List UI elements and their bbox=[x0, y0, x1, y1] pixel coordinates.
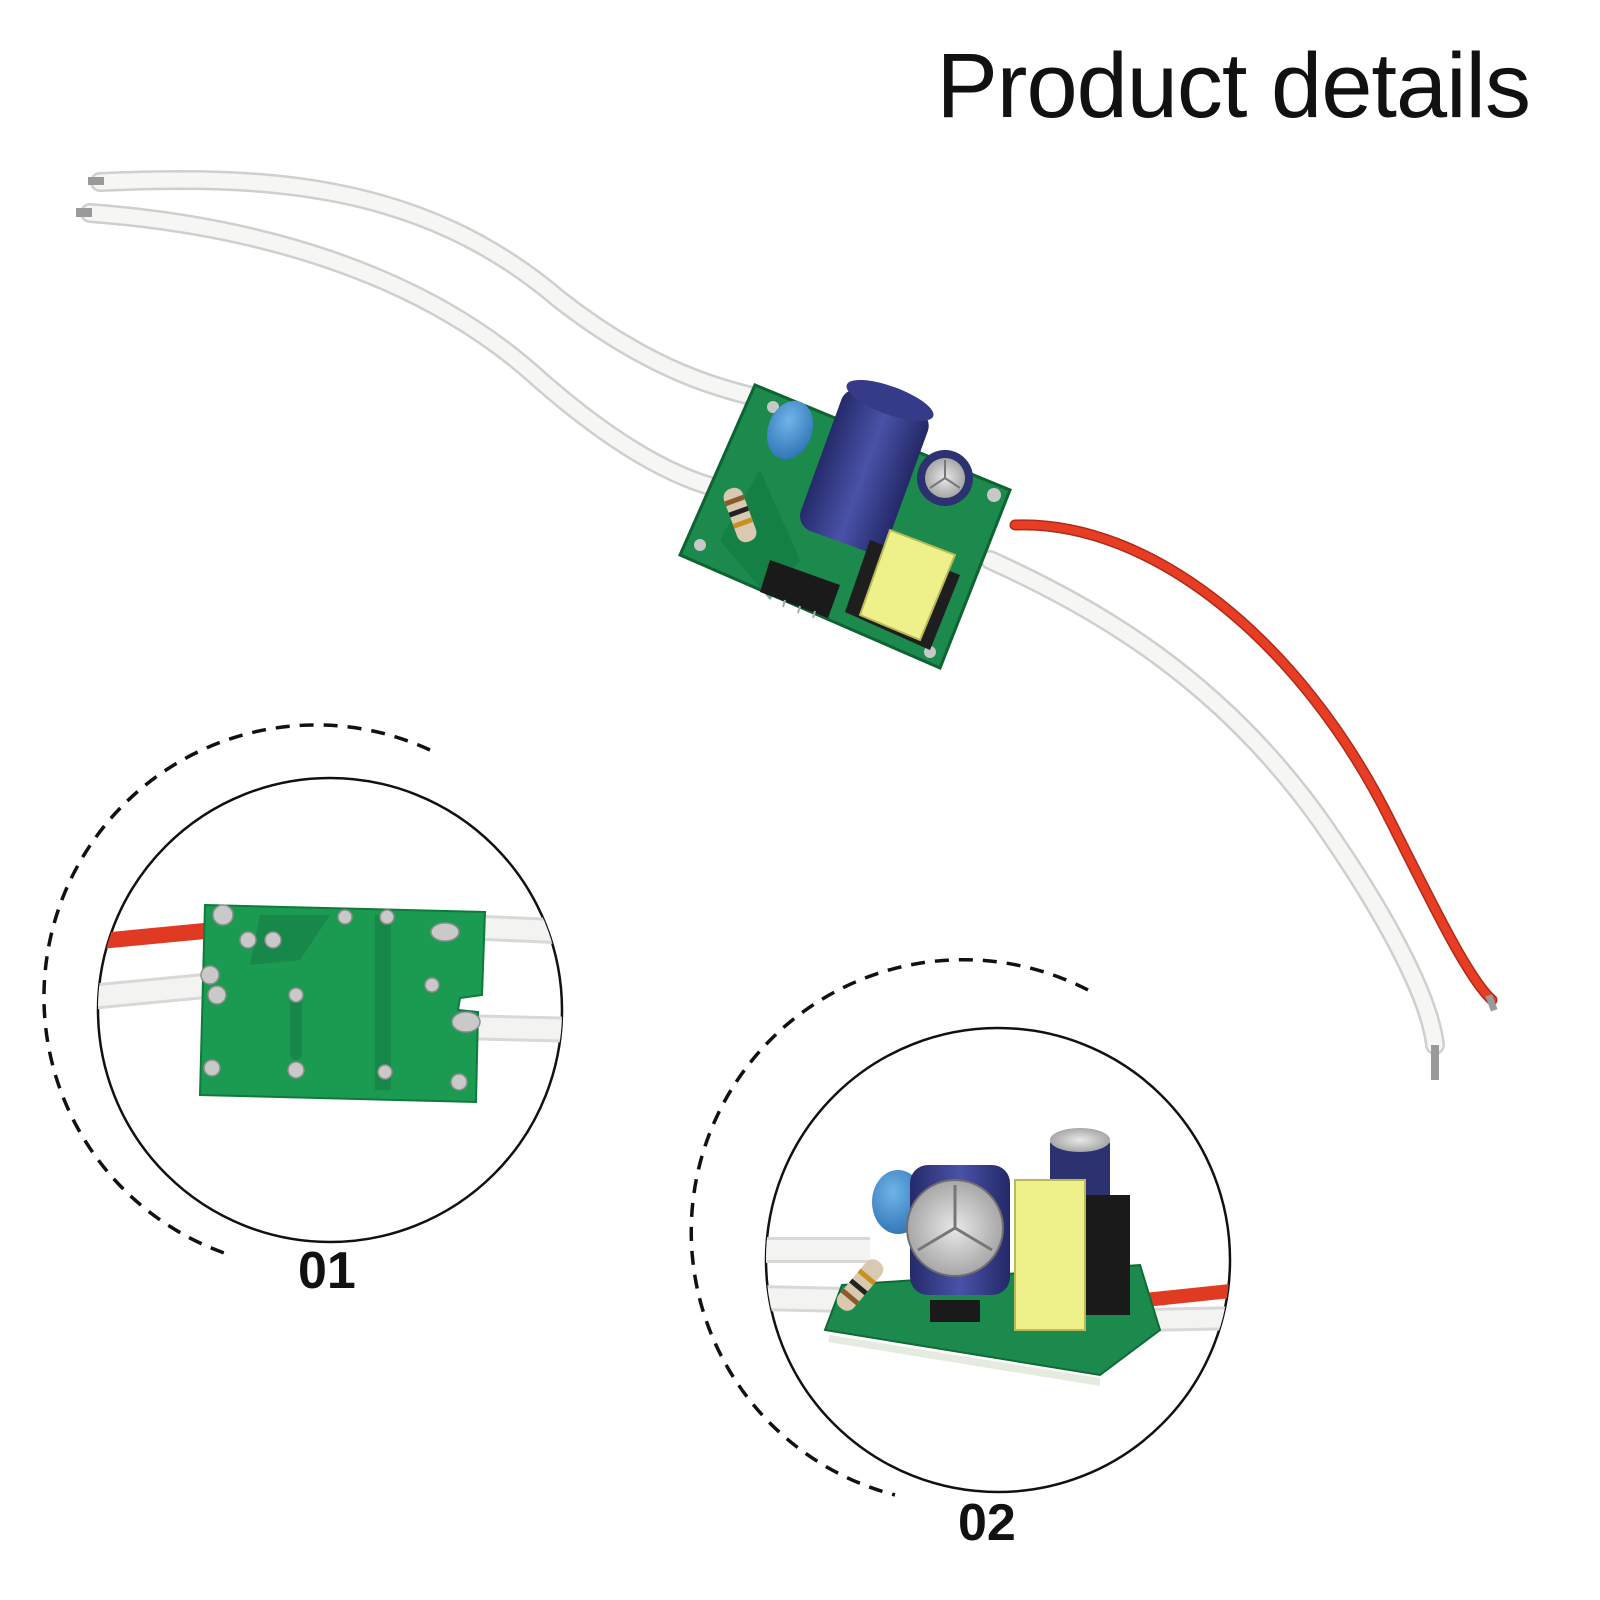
ceramic-capacitor bbox=[766, 400, 814, 460]
electrolytic-capacitor-large bbox=[799, 379, 934, 553]
dashed-arc bbox=[42, 723, 431, 1257]
page-title: Product details bbox=[936, 35, 1531, 137]
detail-label-01: 01 bbox=[298, 1242, 356, 1300]
main-product-image bbox=[76, 169, 1498, 1080]
resistor bbox=[723, 487, 757, 543]
dashed-arc bbox=[689, 958, 1089, 1497]
input-wires bbox=[76, 169, 780, 500]
transformer bbox=[845, 528, 960, 650]
pcb-back-side bbox=[98, 903, 562, 1104]
detail-label-02: 02 bbox=[958, 1494, 1016, 1552]
detail-view-02: 02 bbox=[689, 958, 1232, 1552]
electrolytic-capacitor-small bbox=[917, 450, 973, 506]
ic-chip bbox=[760, 560, 840, 619]
pcb-front-side bbox=[766, 1128, 1230, 1386]
detail-view-01: 01 bbox=[42, 723, 564, 1300]
output-wires bbox=[980, 519, 1498, 1080]
